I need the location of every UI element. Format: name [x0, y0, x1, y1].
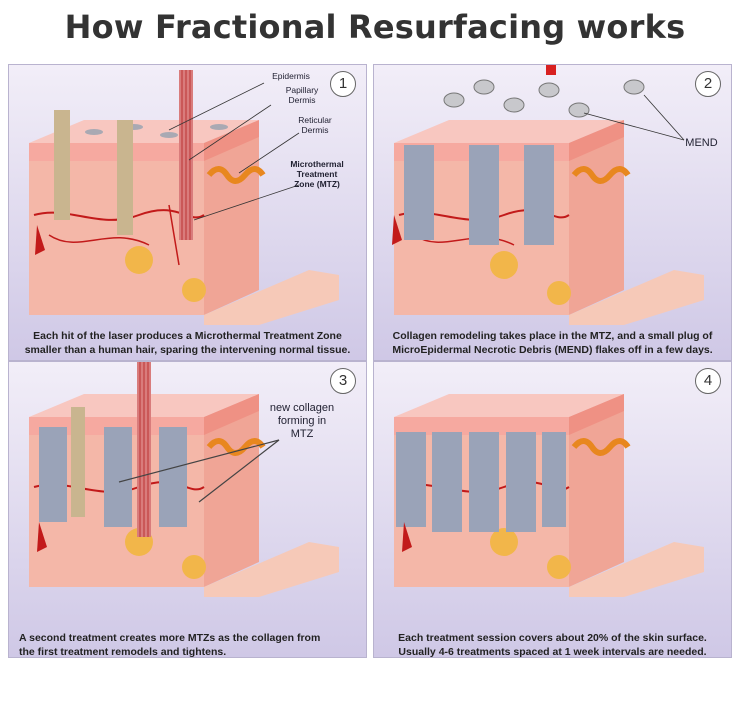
panel-number-badge: 4 — [695, 368, 721, 394]
caption-line: Each hit of the laser produces a Microth… — [33, 330, 342, 342]
skin-cross-section-illustration — [394, 394, 704, 597]
skin-cross-section-illustration — [392, 65, 704, 325]
panel-number-badge: 2 — [695, 71, 721, 97]
panel-caption: A second treatment creates more MTZs as … — [19, 631, 366, 658]
label-papillary-dermis: Papillary Dermis — [285, 85, 319, 105]
label-epidermis: Epidermis — [272, 71, 310, 81]
label-new-collagen: new collagen forming in MTZ — [269, 402, 335, 440]
panel-number-badge: 3 — [330, 368, 356, 394]
caption-line: Collagen remodeling takes place in the M… — [392, 330, 713, 342]
label-mtz: Microthermal Treatment Zone (MTZ) — [290, 159, 344, 189]
panel-4: 4 Each treatment session covers about 20… — [373, 361, 732, 658]
caption-line: A second treatment creates more MTZs as … — [19, 632, 321, 644]
caption-line: MicroEpidermal Necrotic Debris (MEND) fl… — [392, 344, 713, 356]
skin-cross-section-illustration — [29, 70, 339, 325]
caption-line: the first treatment remodels and tighten… — [19, 646, 227, 658]
panel-number-badge: 1 — [330, 71, 356, 97]
skin-cross-section-illustration — [29, 362, 339, 597]
page-title: How Fractional Resurfacing works — [64, 8, 686, 46]
caption-line: Each treatment session covers about 20% … — [398, 632, 707, 644]
panel-2: 2 MEND Collagen remodeling takes place i… — [373, 64, 732, 361]
panel-caption: Each treatment session covers about 20% … — [374, 631, 731, 658]
panel-3: 3 new collagen forming in MTZ A second t… — [8, 361, 367, 658]
caption-line: Usually 4-6 treatments spaced at 1 week … — [398, 646, 707, 658]
label-mend: MEND — [685, 137, 718, 149]
caption-line: smaller than a human hair, sparing the i… — [24, 344, 351, 356]
panel-caption: Each hit of the laser produces a Microth… — [9, 329, 366, 357]
label-reticular-dermis: Reticular Dermis — [298, 115, 332, 135]
panel-1: 1 Epidermis Papillary Dermis Reticular D… — [8, 64, 367, 361]
panel-caption: Collagen remodeling takes place in the M… — [374, 329, 731, 357]
